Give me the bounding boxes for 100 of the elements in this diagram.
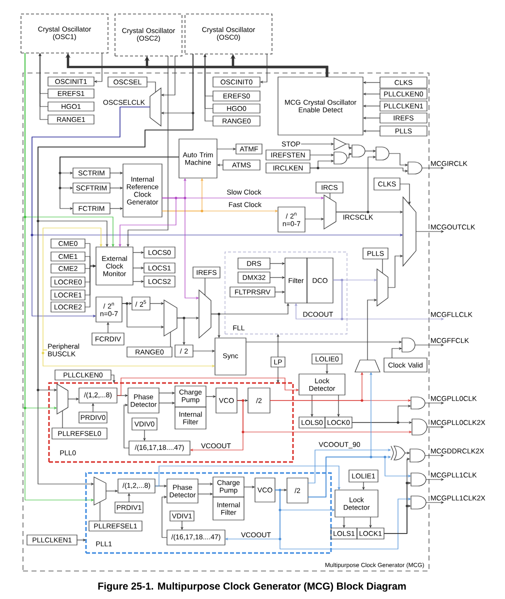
mux-symbol: [94, 476, 106, 506]
arrow: [276, 366, 280, 383]
arrow: [244, 486, 255, 488]
arrow: [94, 52, 102, 83]
arrow: [416, 230, 444, 233]
and-gate: [334, 152, 348, 164]
arrow: [204, 54, 214, 122]
arrow: [274, 490, 411, 550]
arrow: [369, 516, 372, 528]
arrow: [38, 54, 194, 486]
buffer-symbol: [334, 138, 347, 150]
arrow: [260, 54, 268, 84]
and-gate: [408, 162, 422, 174]
arrow: [308, 448, 391, 484]
arrow: [332, 278, 377, 282]
arrow: [110, 172, 123, 174]
arrow: [143, 430, 146, 441]
connector-line: [204, 278, 206, 296]
arrow: [210, 314, 220, 338]
and-gate: [402, 338, 416, 352]
connector-line: [62, 410, 63, 428]
arrow: [308, 456, 411, 498]
arrow: [132, 280, 144, 283]
arrow: [158, 402, 175, 404]
arrow: [76, 538, 86, 542]
arrow: [32, 106, 403, 236]
connector-line: [146, 82, 156, 92]
arrow: [346, 152, 352, 158]
arrow: [124, 404, 130, 448]
arrow: [180, 520, 184, 530]
and-gate: [412, 418, 428, 436]
arrow: [346, 144, 352, 150]
arrow: [310, 394, 314, 417]
arrow: [24, 52, 94, 502]
arrow: [84, 264, 96, 308]
xor-gate: [390, 446, 406, 460]
arrow: [158, 392, 175, 394]
arrow: [337, 394, 340, 417]
and-gate: [352, 144, 366, 158]
arrow: [246, 340, 402, 344]
arrow: [384, 504, 411, 534]
arrow: [92, 403, 94, 412]
arrow: [150, 302, 164, 305]
arrow: [326, 364, 328, 374]
arrow: [38, 53, 48, 120]
arrow: [310, 168, 408, 172]
arrow: [190, 400, 244, 452]
arrow: [116, 378, 299, 396]
arrow: [162, 496, 168, 538]
arrow: [388, 153, 408, 166]
arrow: [128, 493, 130, 502]
arrow: [424, 454, 444, 457]
arrow: [342, 516, 346, 528]
arrow: [132, 251, 144, 254]
arrow: [336, 210, 403, 214]
arrow: [126, 56, 168, 247]
arrow: [422, 166, 444, 170]
arrow: [122, 303, 164, 328]
arrow: [68, 398, 79, 400]
arrow: [198, 492, 213, 496]
arrow: [362, 482, 365, 490]
arrow: [42, 228, 102, 350]
arrow: [310, 154, 334, 156]
arrow: [300, 142, 334, 146]
arrow: [388, 254, 403, 288]
arrow: [206, 395, 216, 398]
arrow: [363, 104, 380, 108]
arrow: [118, 198, 176, 247]
arrow: [110, 374, 116, 383]
arrow: [110, 186, 123, 190]
arrow: [426, 426, 444, 428]
arrow: [162, 198, 199, 300]
arrow: [162, 210, 278, 212]
arrow: [367, 298, 377, 360]
arrow: [217, 164, 224, 166]
arrow: [363, 130, 380, 132]
arrow: [363, 81, 380, 84]
and-gate: [410, 448, 426, 462]
arrow: [426, 478, 444, 481]
connector-line: [382, 258, 383, 274]
arrow: [414, 344, 444, 346]
arrow: [60, 156, 180, 210]
arrow: [176, 318, 186, 345]
arrow: [198, 482, 213, 486]
arrow: [363, 116, 380, 120]
and-gate: [376, 146, 390, 160]
arrow: [270, 262, 285, 265]
arrow: [424, 402, 444, 404]
connector-line: [170, 332, 171, 348]
mux-symbol: [354, 360, 380, 372]
arrow: [110, 207, 123, 210]
figure-caption: Figure 25-1. Multipurpose Clock Generator (MCG) Block Diagram: [98, 582, 406, 592]
arrow: [132, 266, 144, 270]
arrow: [304, 218, 324, 220]
arrow: [42, 350, 215, 368]
arrow: [270, 372, 364, 401]
arrow: [404, 452, 410, 454]
and-gate: [410, 496, 426, 510]
arrow: [364, 150, 376, 152]
arrow: [192, 350, 215, 352]
